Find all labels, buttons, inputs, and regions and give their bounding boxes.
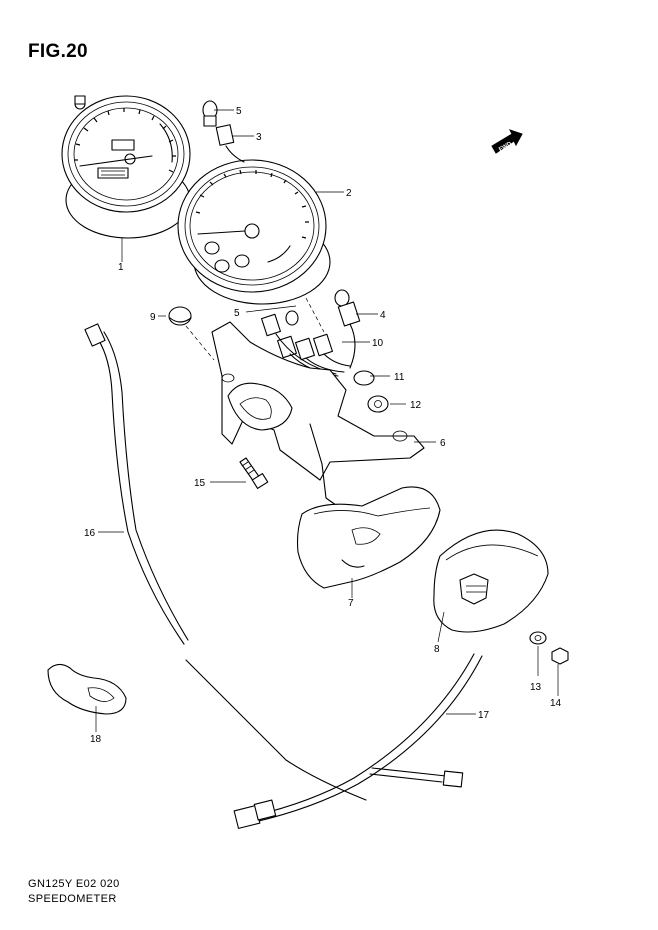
callout-8: 8 [434,644,440,655]
callout-2: 2 [346,188,352,199]
callout-4: 4 [380,310,386,321]
indicator-bulbs-cluster [261,289,361,377]
tachometer-cable [84,323,367,801]
lower-meter-case-2 [433,529,549,633]
callout-17: 17 [478,710,490,721]
forward-direction-arrow-icon: FWD [491,129,523,154]
bulb-and-socket-top [202,100,245,163]
callout-13: 13 [530,682,542,693]
callout-16: 16 [84,528,96,539]
callout-18: 18 [90,734,102,745]
callout-1: 1 [118,262,124,273]
lower-meter-case [296,486,441,589]
callout-9: 9 [150,312,156,323]
callout-15: 15 [194,478,206,489]
callout-3: 3 [256,132,262,143]
callout-6: 6 [440,438,446,449]
rubber-cap [168,306,192,326]
mounting-bolt [239,457,269,489]
callout-12: 12 [410,400,422,411]
washer-and-nut-lower [529,631,569,665]
callout-11: 11 [394,372,405,383]
callout-numbers: 1 2 3 4 5 5 6 7 8 9 10 11 12 13 14 15 16… [84,106,562,745]
figure-code: GN125Y E02 020 [28,878,120,890]
callout-leader-lines [95,109,559,732]
figure-title: FIG.20 [28,41,88,62]
callout-14: 14 [550,698,562,709]
callout-5-middle: 5 [234,308,240,319]
speedometer-gauge [61,95,191,239]
speedometer-cable [233,653,483,829]
callout-5-top: 5 [236,106,242,117]
callout-10: 10 [372,338,384,349]
tachometer-gauge [177,159,331,305]
meter-bracket-plate [211,321,425,509]
callout-7: 7 [348,598,354,609]
cable-grommet [47,663,127,715]
nut-and-washer [367,395,389,413]
figure-name: SPEEDOMETER [28,893,117,905]
